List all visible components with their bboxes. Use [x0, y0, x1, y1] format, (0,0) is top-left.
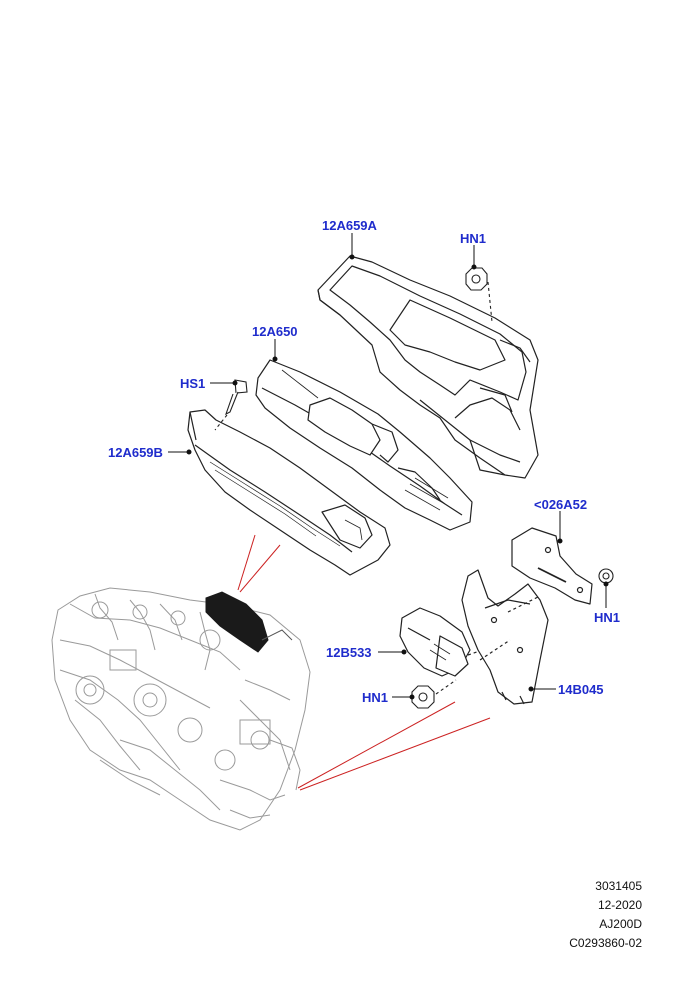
callout-14B045[interactable]: 14B045 — [558, 682, 604, 697]
callout-12A659B[interactable]: 12A659B — [108, 445, 163, 460]
callout-12A659A[interactable]: 12A659A — [322, 218, 377, 233]
reference-engine-code: AJ200D — [599, 917, 642, 931]
upper-cover-12A659A[interactable] — [317, 255, 539, 479]
reference-date: 12-2020 — [597, 898, 642, 912]
sensor-12B533[interactable] — [399, 607, 489, 677]
leader-lines — [168, 233, 609, 700]
engine-overview — [51, 587, 311, 831]
bracket-14B045[interactable] — [461, 569, 549, 705]
ecm-module-12A650[interactable] — [255, 359, 473, 531]
reference-number: 3031405 — [595, 879, 642, 893]
reference-block: 3031405 12-2020 AJ200D C0293860-02 — [569, 877, 642, 953]
detail-lines — [237, 534, 491, 791]
lower-cover-12A659B[interactable] — [187, 409, 391, 576]
callout-HN1-bottom[interactable]: HN1 — [362, 690, 389, 705]
nut-HN1-right[interactable] — [598, 568, 614, 584]
callout-12B533[interactable]: 12B533 — [326, 645, 372, 660]
callout-026A52[interactable]: <026A52 — [534, 497, 588, 512]
reference-illustration-id: C0293860-02 — [569, 936, 642, 950]
engine-module-highlight — [205, 591, 293, 653]
nut-HN1-bottom[interactable] — [411, 679, 457, 709]
bracket-026A52[interactable] — [511, 527, 593, 605]
callout-HN1-right[interactable]: HN1 — [594, 610, 621, 625]
callout-12A650[interactable]: 12A650 — [252, 324, 298, 339]
callout-HN1-top[interactable]: HN1 — [460, 231, 487, 246]
bolt-HS1[interactable] — [214, 379, 248, 431]
callout-HS1[interactable]: HS1 — [180, 376, 206, 391]
